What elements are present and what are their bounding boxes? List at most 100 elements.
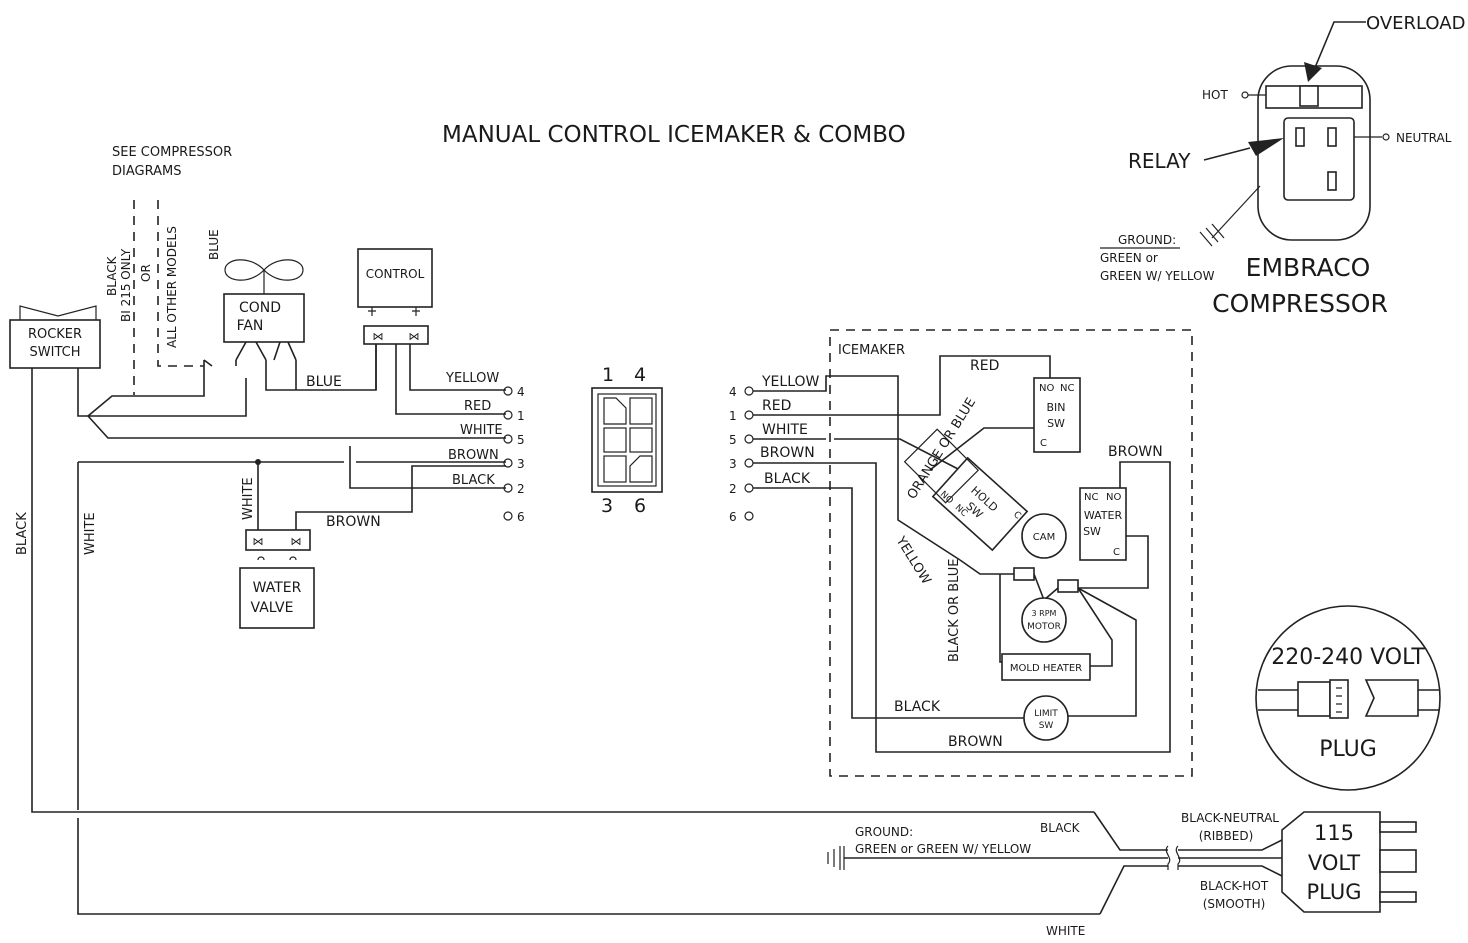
ground-lead (1199, 185, 1261, 247)
wire-control-yellow (409, 344, 506, 391)
label-black-or-blue: BLACK OR BLUE (947, 559, 962, 663)
icemaker-boundary (829, 329, 1193, 777)
right-term-3: 3 (729, 457, 737, 471)
water-sw-nc: NC (1084, 492, 1098, 503)
cond-fan (223, 293, 305, 343)
relay-pin-b (1327, 127, 1337, 147)
right-term-2: 2 (729, 482, 737, 496)
connector-num-3: 3 (601, 495, 613, 517)
relay-pin-a (1295, 127, 1305, 147)
relay-pointer (1203, 147, 1251, 161)
left-term-2: 2 (517, 482, 525, 496)
plug-220-voltage: 220-240 VOLT (1271, 645, 1425, 670)
plug-115-prong-ground (1379, 849, 1417, 873)
label-yellow-wire-right: YELLOW (761, 374, 820, 390)
wire-motor-loop (959, 559, 1137, 717)
water-switch (1079, 487, 1127, 561)
wire-im-white (753, 438, 961, 471)
motor-circle (1021, 597, 1067, 643)
plug-115-l3: PLUG (1307, 880, 1362, 904)
cord-smooth: (SMOOTH) (1203, 897, 1266, 911)
relay-block (1283, 117, 1355, 201)
wire-im-brown (753, 461, 1171, 753)
valve-pin-icon-b: ⋈ (291, 535, 302, 548)
neutral-label: NEUTRAL (1396, 131, 1452, 145)
label-brown-wire-left: BROWN (448, 448, 499, 463)
rocker-switch-top (19, 305, 97, 320)
label-left-white: WHITE (83, 512, 98, 555)
bin-switch (1033, 377, 1081, 453)
water-valve (239, 567, 315, 629)
wire-bin-c (929, 427, 1034, 471)
wire-left-white (77, 462, 1100, 915)
connector-inner (597, 393, 657, 487)
label-im-red: RED (970, 358, 999, 374)
relay-label: RELAY (1128, 149, 1191, 173)
cord-black: BLACK (1040, 821, 1081, 835)
wire-control-red (395, 344, 506, 415)
connector-pins (603, 397, 653, 483)
valve-tabs (257, 556, 297, 561)
neutral-terminal (1382, 133, 1390, 141)
overload-arrow (1313, 21, 1366, 71)
label-red-wire-left: RED (464, 399, 491, 414)
cord-white-bottom (1099, 865, 1168, 915)
left-term-3: 3 (517, 457, 525, 471)
label-bi215-vertical: BI 215 ONLY (119, 248, 133, 322)
control-label: CONTROL (366, 267, 425, 281)
compressor-name2: COMPRESSOR (1212, 289, 1388, 318)
left-term-6: 6 (517, 510, 525, 524)
rocker-switch-label1: ROCKER (28, 327, 82, 342)
rocker-switch (9, 319, 101, 369)
label-valve-white: WHITE (241, 477, 256, 520)
left-term-4: 4 (517, 385, 525, 399)
label-or-vertical: OR (139, 264, 153, 282)
compressor-note-line1: SEE COMPRESSOR (112, 145, 232, 160)
limit-sw-l1: LIMIT (1034, 709, 1058, 719)
diagram-title: MANUAL CONTROL ICEMAKER & COMBO (442, 122, 906, 148)
label-brown-wire-right: BROWN (760, 445, 815, 461)
label-all-other-vertical: ALL OTHER MODELS (165, 226, 179, 348)
compressor-green-or: GREEN or (1100, 251, 1158, 265)
cord-black-hot: BLACK-HOT (1200, 879, 1269, 893)
label-im-brown-bottom: BROWN (948, 734, 1003, 750)
label-blue-wire: BLUE (306, 374, 342, 390)
motor-terminal-a (1013, 567, 1035, 581)
right-term-1: 1 (729, 409, 737, 423)
wire-fan-feed (87, 360, 344, 439)
label-red-wire-right: RED (762, 398, 791, 414)
junction-dot (255, 459, 261, 465)
wire-fan-to-white (203, 359, 213, 367)
label-im-black: BLACK (894, 699, 941, 715)
compressor-green-yellow: GREEN W/ YELLOW (1100, 269, 1215, 283)
plug-115-body (1281, 811, 1381, 913)
cord-white: WHITE (1046, 924, 1085, 938)
compressor-ground: GROUND: (1118, 233, 1176, 247)
hot-terminal (1241, 91, 1249, 99)
connector-num-4: 4 (634, 364, 646, 386)
icemaker-label: ICEMAKER (838, 343, 905, 358)
right-terminals (744, 386, 754, 521)
right-term-4: 4 (729, 385, 737, 399)
cord-to-plug (1178, 839, 1283, 877)
wire-fan-ground-feed (235, 360, 297, 390)
connector-num-1: 1 (602, 364, 614, 386)
bin-sw-no: NO (1039, 383, 1054, 394)
water-sw-no: NO (1106, 492, 1121, 503)
plug-115-prong-bottom (1379, 891, 1417, 903)
label-blue-vertical: BLUE (207, 229, 221, 260)
cond-fan-label2: FAN (237, 318, 264, 334)
right-term-6: 6 (729, 510, 737, 524)
svg-text:C: C (1011, 510, 1022, 522)
plug-115-prong-top (1379, 821, 1417, 833)
control-pin-icon-a: ⋈ (373, 330, 384, 343)
cam-label: CAM (1033, 532, 1055, 543)
left-term-1: 1 (517, 409, 525, 423)
left-terminals (503, 386, 513, 521)
plug-220-label: PLUG (1319, 737, 1377, 762)
water-sw-c: C (1113, 547, 1120, 558)
bin-sw-c: C (1040, 438, 1047, 449)
hold-switch: HOLD SW C NO NC (931, 456, 1029, 552)
dashed-other-line (157, 200, 204, 367)
